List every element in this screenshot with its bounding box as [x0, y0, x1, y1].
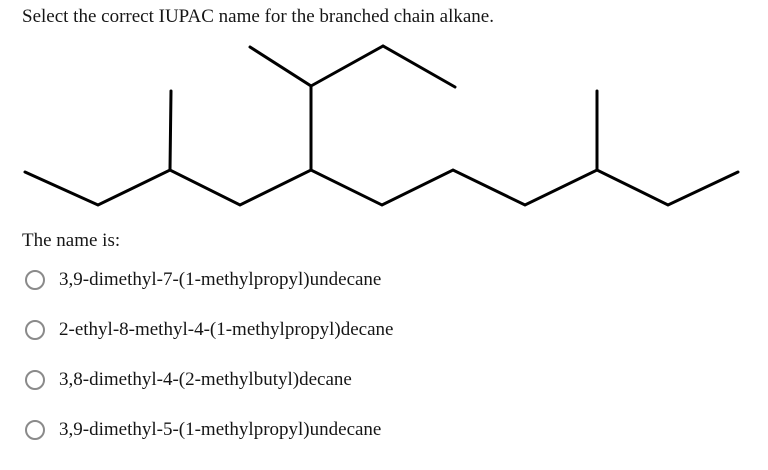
skeletal-formula-svg — [23, 44, 740, 207]
molecule-structure-diagram — [0, 30, 768, 225]
option-row-4[interactable]: 3,9-dimethyl-5-(1-methylpropyl)undecane — [0, 405, 768, 455]
radio-button-2[interactable] — [25, 320, 45, 340]
answer-section-label: The name is: — [22, 230, 121, 251]
option-label-2: 2-ethyl-8-methyl-4-(1-methylpropyl)decan… — [59, 319, 394, 340]
radio-button-3[interactable] — [25, 370, 45, 390]
question-prompt: Select the correct IUPAC name for the br… — [22, 6, 494, 27]
sec-butyl-branch-center-bonds — [248, 45, 313, 172]
option-row-1[interactable]: 3,9-dimethyl-7-(1-methylpropyl)undecane — [0, 255, 768, 305]
option-row-2[interactable]: 2-ethyl-8-methyl-4-(1-methylpropyl)decan… — [0, 305, 768, 355]
radio-button-1[interactable] — [25, 270, 45, 290]
sec-butyl-ethyl-arm-bonds — [309, 44, 457, 89]
radio-button-4[interactable] — [25, 420, 45, 440]
option-label-3: 3,8-dimethyl-4-(2-methylbutyl)decane — [59, 369, 352, 390]
answer-options-list: 3,9-dimethyl-7-(1-methylpropyl)undecane … — [0, 255, 768, 455]
main-chain-bonds — [23, 168, 740, 207]
option-label-4: 3,9-dimethyl-5-(1-methylpropyl)undecane — [59, 419, 382, 440]
option-label-1: 3,9-dimethyl-7-(1-methylpropyl)undecane — [59, 269, 382, 290]
methyl-branch-left-bonds — [168, 89, 173, 172]
option-row-3[interactable]: 3,8-dimethyl-4-(2-methylbutyl)decane — [0, 355, 768, 405]
